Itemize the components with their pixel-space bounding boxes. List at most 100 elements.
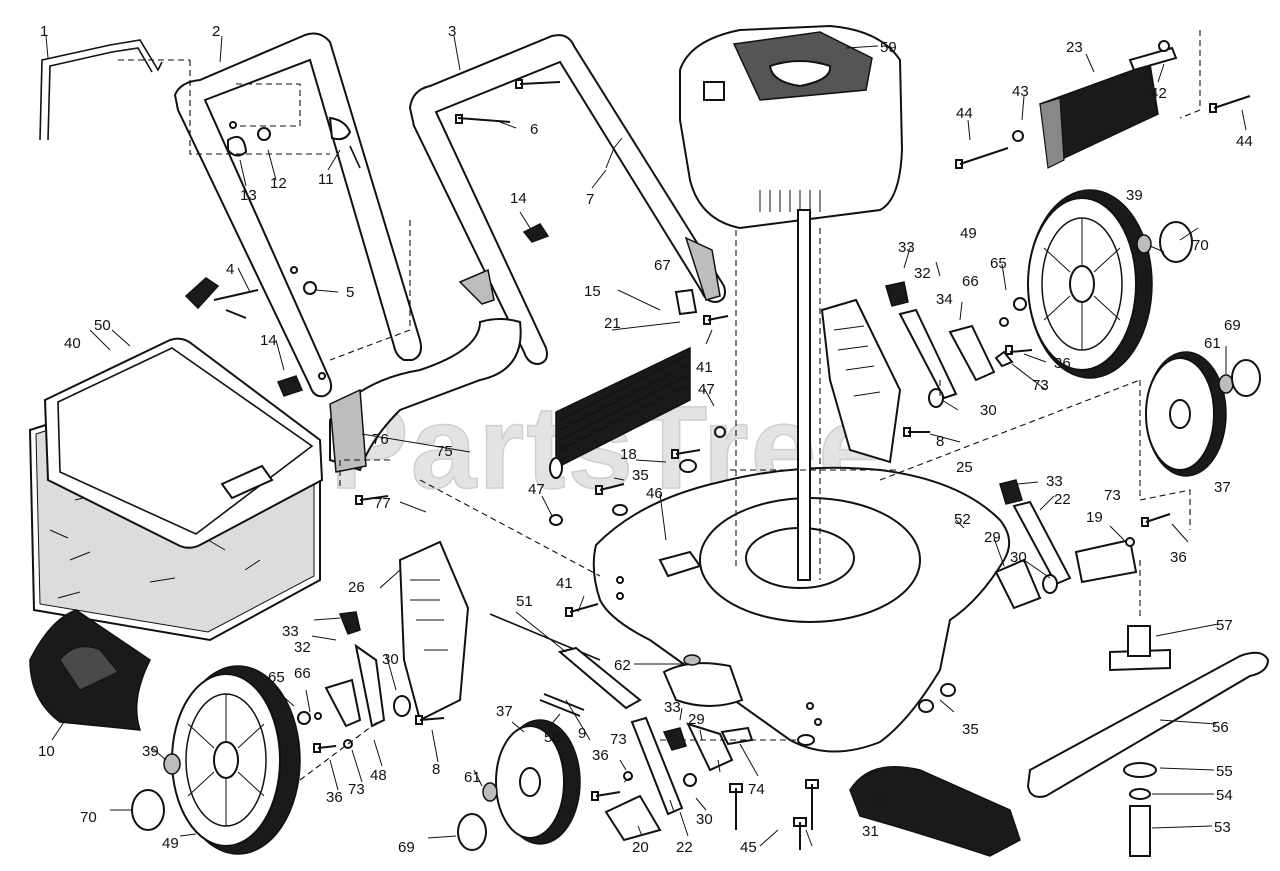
front-axle <box>489 613 642 717</box>
callout-14a: 14 <box>510 190 527 207</box>
hub-cap <box>131 789 165 831</box>
callout-4: 4 <box>226 261 234 278</box>
callout-10: 10 <box>38 743 55 760</box>
front-wheel-left <box>495 719 581 845</box>
callout-54: 54 <box>1216 787 1233 804</box>
hinge-rod-cover <box>549 288 729 526</box>
callout-30a: 30 <box>980 402 997 419</box>
callout-29a: 29 <box>984 529 1001 546</box>
callout-13: 13 <box>240 187 257 204</box>
rear-flap <box>29 609 151 731</box>
callout-35a: 35 <box>632 467 649 484</box>
front-right-hub-cap <box>1231 359 1261 397</box>
rear-baffle <box>329 318 522 505</box>
callout-30b: 30 <box>1010 549 1027 566</box>
callout-33d: 33 <box>664 699 681 716</box>
callout-61a: 61 <box>1204 335 1221 352</box>
callout-40: 40 <box>64 335 81 352</box>
callout-18: 18 <box>620 446 637 463</box>
callout-35b: 35 <box>962 721 979 738</box>
callout-53: 53 <box>1214 819 1231 836</box>
callout-65a: 65 <box>990 255 1007 272</box>
callout-39b: 39 <box>142 743 159 760</box>
callout-69a: 69 <box>1224 317 1241 334</box>
callout-73d: 73 <box>610 731 627 748</box>
callout-23: 23 <box>1066 39 1083 56</box>
front-hub-cap <box>457 813 487 851</box>
callout-51: 51 <box>516 593 533 610</box>
callout-43: 43 <box>1012 83 1029 100</box>
callout-33c: 33 <box>282 623 299 640</box>
callout-65b: 65 <box>268 669 285 686</box>
mower-deck <box>592 466 1011 753</box>
grass-catcher-bag <box>28 337 324 642</box>
callout-34: 34 <box>936 291 953 308</box>
side-discharge-deflector <box>849 766 1021 857</box>
callout-29b: 29 <box>688 711 705 728</box>
callout-47b: 47 <box>528 481 545 498</box>
callout-67: 67 <box>654 257 671 274</box>
rear-wheel-right <box>1027 189 1153 379</box>
callout-73c: 73 <box>348 781 365 798</box>
callout-75: 75 <box>436 443 453 460</box>
callout-31: 31 <box>862 823 879 840</box>
callout-19: 19 <box>1086 509 1103 526</box>
callout-42: 42 <box>1150 85 1167 102</box>
front-wheel-nut <box>482 782 498 802</box>
callout-26: 26 <box>348 579 365 596</box>
callout-62: 62 <box>614 657 631 674</box>
callout-12: 12 <box>270 175 287 192</box>
upper-handle <box>173 32 422 398</box>
callout-25: 25 <box>956 459 973 476</box>
callout-49b: 49 <box>162 835 179 852</box>
callout-2: 2 <box>212 23 220 40</box>
callout-70b: 70 <box>80 809 97 826</box>
callout-59: 59 <box>880 39 897 56</box>
callout-66a: 66 <box>962 273 979 290</box>
callout-49a: 49 <box>960 225 977 242</box>
callout-73b: 73 <box>1104 487 1121 504</box>
callout-32a: 32 <box>914 265 931 282</box>
callout-44b: 44 <box>1236 133 1253 150</box>
front-left-adjuster <box>591 716 754 842</box>
callout-1: 1 <box>40 23 48 40</box>
right-front-adjuster <box>994 479 1171 610</box>
misc-hardware <box>565 603 956 850</box>
callout-21: 21 <box>604 315 621 332</box>
callout-9: 9 <box>578 725 586 742</box>
callout-6: 6 <box>530 121 538 138</box>
leader-ticks <box>45 35 1247 847</box>
callout-labels: 1 2 3 4 5 6 7 8 8 9 10 11 12 13 14 14 15… <box>38 23 1253 856</box>
callout-77: 77 <box>374 495 391 512</box>
right-height-adjuster <box>820 281 1033 464</box>
callout-33b: 33 <box>1046 473 1063 490</box>
wheel-nut <box>163 753 181 775</box>
callout-61b: 61 <box>464 769 481 786</box>
callout-36c: 36 <box>326 789 343 806</box>
callout-48: 48 <box>370 767 387 784</box>
callout-41b: 41 <box>556 575 573 592</box>
callout-36b: 36 <box>1170 549 1187 566</box>
callout-30d: 30 <box>696 811 713 828</box>
callout-66b: 66 <box>294 665 311 682</box>
callout-14b: 14 <box>260 332 277 349</box>
rear-right-wheel-nut <box>1136 234 1152 254</box>
callout-22a: 22 <box>1054 491 1071 508</box>
handle-hardware <box>184 79 623 397</box>
callout-41a: 41 <box>696 359 713 376</box>
callout-39a: 39 <box>1126 187 1143 204</box>
callout-52: 52 <box>954 511 971 528</box>
callout-33a: 33 <box>898 239 915 256</box>
callout-5: 5 <box>346 284 354 301</box>
callout-30c: 30 <box>382 651 399 668</box>
callout-57: 57 <box>1216 617 1233 634</box>
callout-56: 56 <box>1212 719 1229 736</box>
callout-22b: 22 <box>676 839 693 856</box>
callout-36a: 36 <box>1054 355 1071 372</box>
callout-69b: 69 <box>398 839 415 856</box>
lower-handle <box>408 34 726 366</box>
front-wheel-right <box>1145 351 1227 477</box>
grass-deflector <box>955 40 1251 169</box>
front-right-wheel-nut <box>1218 374 1234 394</box>
